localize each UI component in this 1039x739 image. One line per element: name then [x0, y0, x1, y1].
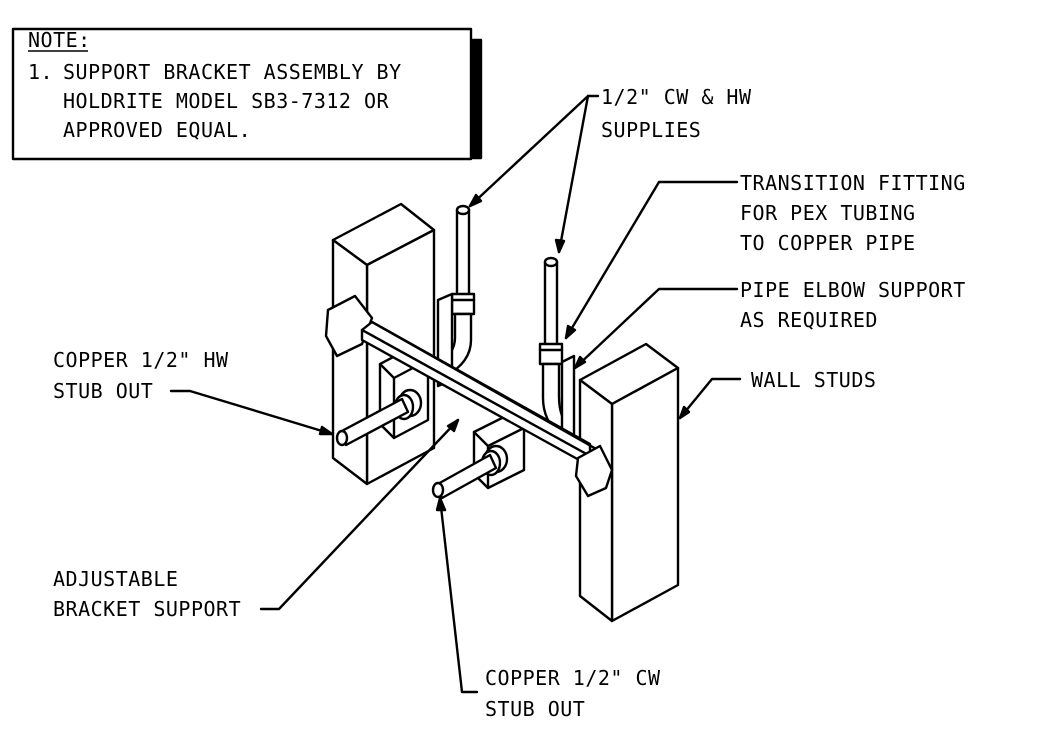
- note-number: 1.: [28, 60, 53, 84]
- label-supplies-2: SUPPLIES: [601, 118, 701, 142]
- supply-pipe-left: [434, 204, 476, 388]
- supply-pipe-right: [538, 256, 576, 446]
- leader-lines: [169, 94, 742, 694]
- note-line-1: SUPPORT BRACKET ASSEMBLY BY: [63, 60, 402, 84]
- label-bracket-1: ADJUSTABLE: [53, 567, 178, 591]
- bracket-left-plate: [324, 294, 374, 358]
- label-cw-stub-1: COPPER 1/2" CW: [485, 666, 661, 690]
- hw-stub-out: [335, 344, 430, 447]
- right-wall-stud: [578, 342, 680, 623]
- label-hw-stub-2: STUB OUT: [53, 379, 153, 403]
- label-wall-studs: WALL STUDS: [751, 368, 876, 392]
- note-box: NOTE: 1. SUPPORT BRACKET ASSEMBLY BY HOL…: [11, 27, 483, 161]
- note-line-3: APPROVED EQUAL.: [63, 118, 251, 142]
- cw-stub-out: [431, 412, 526, 500]
- label-hw-stub-1: COPPER 1/2" HW: [53, 348, 229, 372]
- label-transition-3: TO COPPER PIPE: [740, 231, 916, 255]
- label-transition-2: FOR PEX TUBING: [740, 201, 916, 225]
- label-bracket-2: BRACKET SUPPORT: [53, 597, 241, 621]
- label-supplies-1: 1/2" CW & HW: [601, 85, 752, 109]
- note-line-2: HOLDRITE MODEL SB3-7312 OR: [63, 89, 390, 113]
- label-cw-stub-2: STUB OUT: [485, 697, 585, 721]
- label-elbow-2: AS REQUIRED: [740, 308, 878, 332]
- note-title: NOTE:: [28, 28, 91, 52]
- label-elbow-1: PIPE ELBOW SUPPORT: [740, 278, 966, 302]
- label-transition-1: TRANSITION FITTING: [740, 171, 966, 195]
- bracket-right-plate: [574, 444, 614, 498]
